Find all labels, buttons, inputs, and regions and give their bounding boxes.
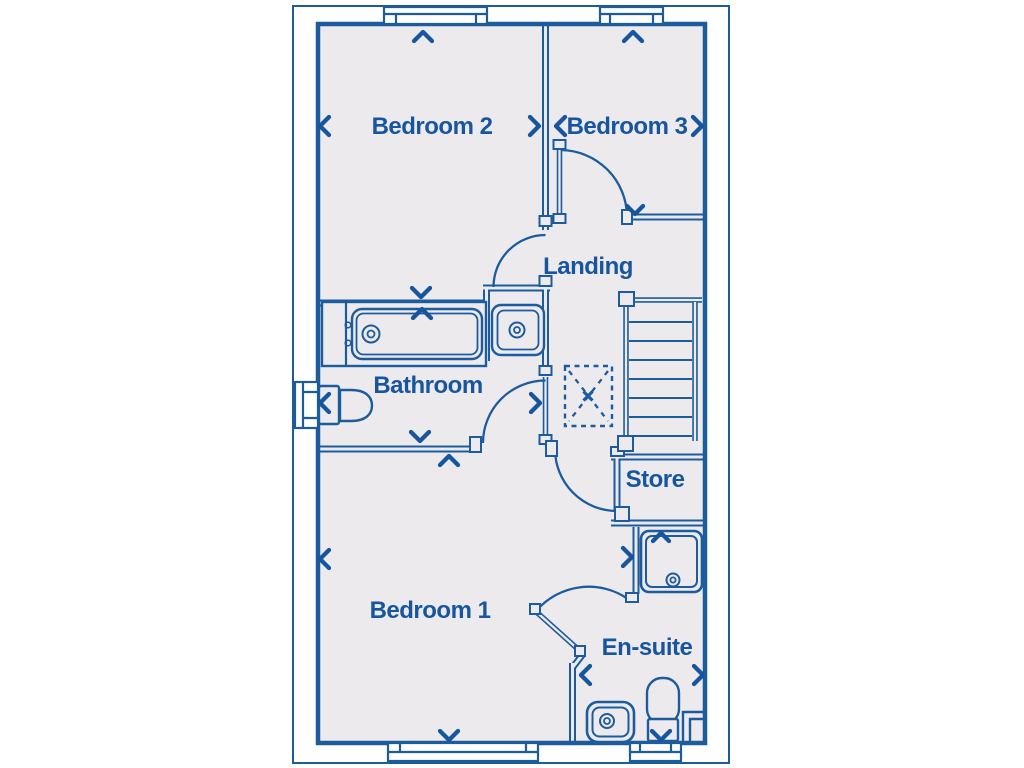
room-label-store: Store bbox=[626, 466, 685, 493]
stair-treads bbox=[629, 321, 692, 437]
sink-tap-icon bbox=[599, 713, 615, 729]
stair-newel-bottom bbox=[617, 435, 634, 452]
window-en-suite bbox=[628, 741, 683, 763]
door-arc-bedroom-1 bbox=[553, 448, 618, 513]
window-bathroom bbox=[293, 380, 320, 430]
window-bedroom-2 bbox=[382, 5, 489, 26]
room-label-landing: Landing bbox=[543, 253, 633, 280]
door-jambs bbox=[469, 139, 639, 657]
shower-tray bbox=[639, 529, 704, 594]
en-suite-sink bbox=[585, 700, 636, 744]
bathtub bbox=[320, 300, 488, 368]
door-arc-bedroom-3 bbox=[560, 148, 629, 217]
window-bedroom-1 bbox=[386, 741, 540, 763]
dimension-arrows-bathroom bbox=[317, 306, 543, 444]
dimension-arrows-bedroom-1 bbox=[317, 453, 635, 743]
room-label-bedroom-2: Bedroom 2 bbox=[372, 113, 493, 140]
dimension-arrows-bedroom-3 bbox=[553, 29, 705, 217]
room-label-en-suite: En-suite bbox=[602, 634, 693, 661]
bathroom-sink bbox=[490, 303, 546, 357]
room-label-bedroom-3: Bedroom 3 bbox=[567, 113, 688, 140]
room-label-bedroom-1: Bedroom 1 bbox=[370, 597, 491, 624]
room-label-bathroom: Bathroom bbox=[373, 372, 482, 399]
bath-tap-icon bbox=[361, 324, 381, 344]
exterior-walls bbox=[315, 21, 708, 746]
dimension-arrows-bedroom-2 bbox=[317, 29, 542, 300]
door-arc-bedroom-2 bbox=[492, 233, 546, 288]
stair-newel-top bbox=[618, 291, 635, 307]
shower-drain-icon bbox=[665, 572, 681, 588]
stair-rails-and-door-leaves-core bbox=[535, 149, 702, 652]
loft-hatch-icon bbox=[563, 364, 614, 428]
floor-area bbox=[318, 24, 705, 743]
bathroom-toilet bbox=[317, 384, 374, 426]
door-arc-en-suite bbox=[536, 585, 629, 611]
corner-notch bbox=[681, 710, 705, 743]
sink-tap-icon bbox=[508, 321, 526, 339]
window-bedroom-3 bbox=[598, 5, 665, 26]
dimension-arrows-en-suite bbox=[578, 530, 706, 743]
door-arc-bathroom bbox=[481, 379, 546, 444]
